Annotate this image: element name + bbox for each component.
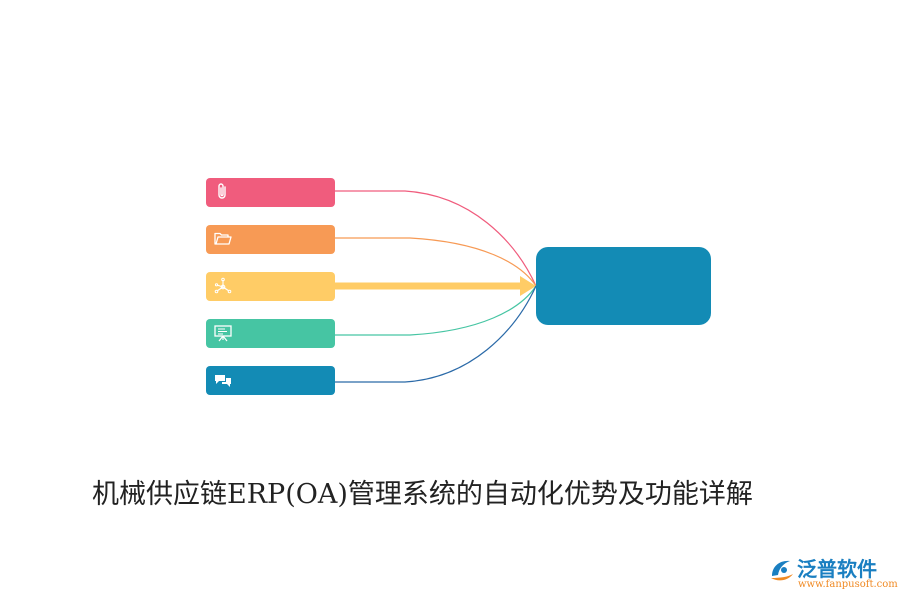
network-icon: [214, 277, 232, 294]
chat-bubbles-icon: [215, 375, 231, 387]
fanpu-logo-mark-icon: [771, 560, 793, 581]
branch-item-1: [206, 178, 335, 207]
connector-line-5: [335, 285, 537, 383]
folder-icon: [214, 232, 232, 245]
connector-line-4: [335, 285, 537, 336]
connector-arrow-head: [520, 276, 536, 296]
presentation-board-icon: [214, 325, 232, 342]
logo-brand-text: 泛普软件: [797, 557, 877, 581]
branch-item-4: [206, 319, 335, 348]
central-node: [536, 247, 711, 325]
connector-line-2: [335, 237, 537, 287]
branch-item-3: [206, 272, 335, 301]
fanpu-logo: 泛普软件 www.fanpusoft.com: [768, 553, 898, 593]
connector-line-1: [335, 190, 537, 287]
paperclip-icon: [218, 183, 226, 199]
page-title: 机械供应链ERP(OA)管理系统的自动化优势及功能详解: [92, 479, 753, 510]
branch-item-2: [206, 225, 335, 254]
logo-url-text: www.fanpusoft.com: [798, 579, 898, 590]
branch-item-5: [206, 366, 335, 395]
